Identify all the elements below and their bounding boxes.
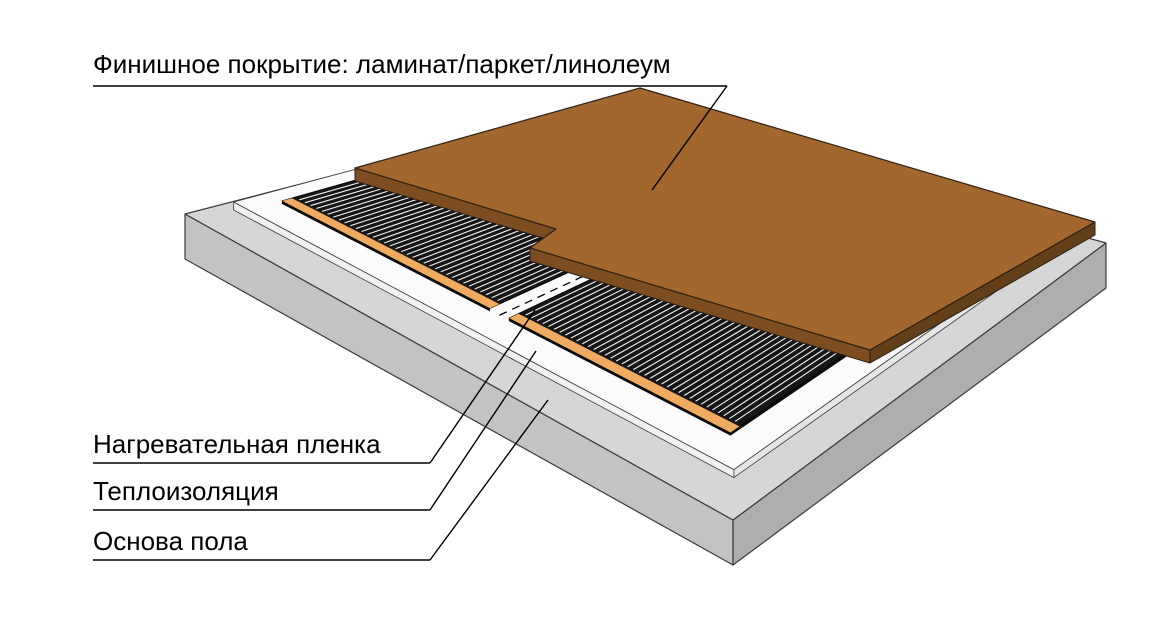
leader-finish-coating <box>651 85 728 191</box>
film-front-edge <box>281 200 490 312</box>
copper-bus-bar <box>508 313 740 433</box>
panel-top-face <box>354 87 1096 351</box>
finish-coating-panel <box>354 87 1096 364</box>
label-floor-base: Основа пола <box>93 526 248 556</box>
leader-floor-base <box>429 399 549 561</box>
label-insulation: Теплоизоляция <box>93 476 279 506</box>
leader-heating-film <box>429 309 536 464</box>
leader-insulation <box>429 350 537 511</box>
label-heating-film: Нагревательная пленка <box>93 429 381 459</box>
callout-lines <box>93 85 728 561</box>
copper-bus-bar <box>281 197 500 309</box>
film-front-edge <box>508 318 731 436</box>
label-finish-coating: Финишное покрытие: ламинат/паркет/линоле… <box>93 49 671 79</box>
